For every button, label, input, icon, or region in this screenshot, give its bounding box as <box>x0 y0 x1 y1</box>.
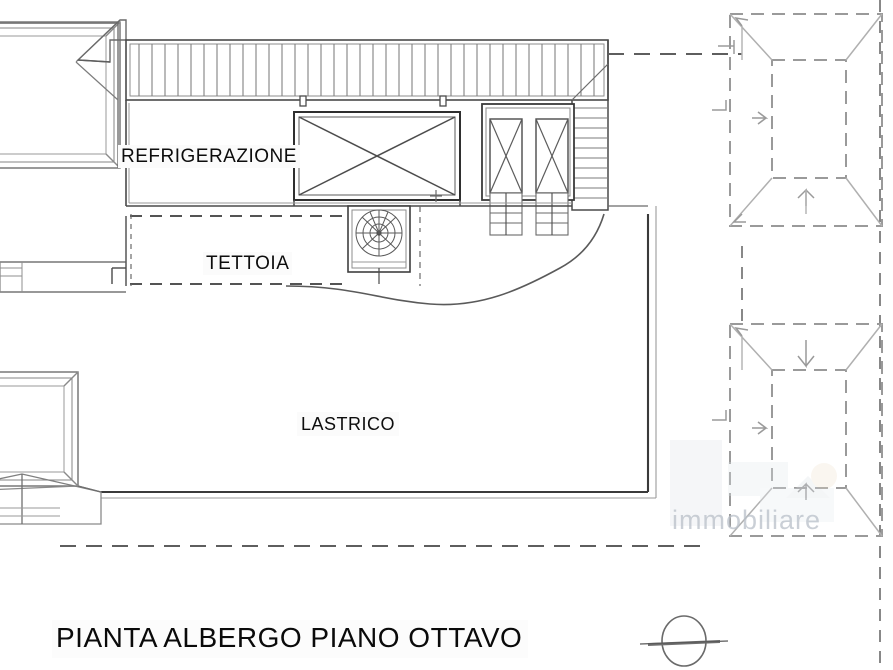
elevator-access-stair-right <box>535 192 569 236</box>
courtyard-lower-right-arrows <box>712 326 815 500</box>
elevator-machine-room-right <box>535 118 569 194</box>
curved-terrace-edge <box>285 213 605 306</box>
plan-title: PIANTA ALBERGO PIANO OTTAVO <box>52 620 529 658</box>
elevator-machine-rooms <box>481 103 575 236</box>
courtyard-upper-right-arrows <box>712 16 815 223</box>
lastrico-terrace-outline <box>101 206 657 499</box>
slat-roof-band <box>125 39 609 107</box>
hipped-roof-bottom-left <box>0 371 79 487</box>
courtyard-lower-right-hips <box>729 323 883 537</box>
refrigeration-machine-room <box>293 111 461 201</box>
courtyard-lower-right <box>729 323 883 537</box>
tettoia-canopy-outline <box>130 215 348 285</box>
section-dashed-line-right-vertical <box>741 0 881 670</box>
left-parapet-strip <box>0 261 126 293</box>
courtyard-upper-right <box>729 13 883 227</box>
room-label-refrigerazione: REFRIGERAZIONE <box>118 145 300 168</box>
bottom-left-canopy <box>0 473 102 525</box>
terrace-wall-outline <box>125 100 572 207</box>
spiral-staircase <box>347 205 411 284</box>
north-arrow-circle <box>639 615 729 667</box>
room-label-tettoia: TETTOIA <box>203 252 293 275</box>
detail-ticks <box>419 190 648 286</box>
elevator-access-stair-left <box>489 192 523 236</box>
tettoia-left-wall <box>111 216 127 286</box>
elevator-machine-room-left <box>489 118 523 194</box>
room-label-lastrico: LASTRICO <box>297 412 400 436</box>
